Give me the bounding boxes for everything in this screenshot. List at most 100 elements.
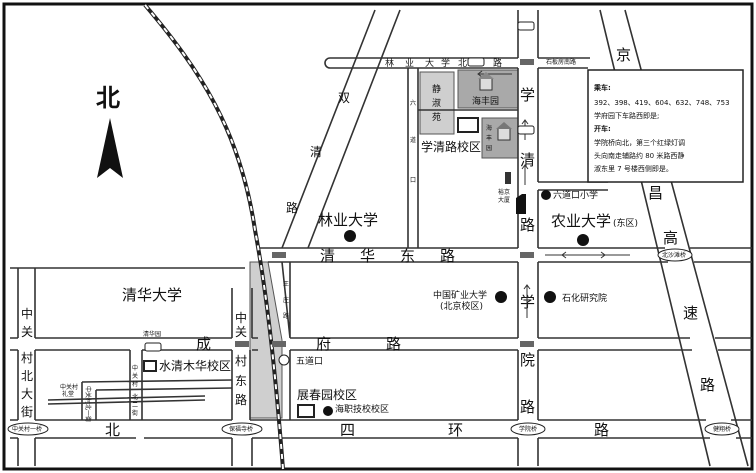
place-label: 农业大学 [551, 212, 611, 230]
road-label: 路 [286, 200, 298, 215]
bridge-label: 学院桥 [519, 425, 537, 433]
bus-stop-icon [272, 341, 286, 347]
car-directions: 淑东里 7 号楼西侧即是。 [594, 164, 673, 173]
place-label: 海职技校校区 [335, 403, 389, 415]
place-label: 苑 [432, 111, 441, 123]
bus-icons [144, 21, 535, 352]
road-label: 清 [520, 151, 535, 169]
car-title: 开车: [594, 124, 611, 133]
north-label: 北 [96, 84, 120, 112]
road-label: 华 [360, 247, 375, 265]
place-label: 六道口小学 [553, 189, 598, 201]
road-label: 双 [338, 91, 350, 105]
road-label: 清 [320, 247, 335, 265]
road-label: 府 [316, 335, 331, 353]
road-label: 路 [235, 392, 247, 407]
bus-icon [144, 342, 162, 352]
road-label: 清 [310, 145, 322, 159]
bridges: 中关村一桥 保福寺桥 学院桥 健翔桥 北沙滩桥 [7, 248, 740, 436]
bus-stop-icon [235, 341, 249, 347]
railway-icon [144, 4, 284, 470]
bridge-label: 中关村一桥 [12, 425, 42, 433]
bus-title: 乘车: [593, 83, 611, 92]
road-label: 庄 [283, 296, 289, 304]
north-arrow-icon [97, 118, 123, 178]
place-label: 海 [486, 124, 492, 132]
road-label: 昌 [648, 184, 663, 202]
road-label: 中 [235, 310, 247, 325]
place-label: 礼堂 [62, 390, 74, 398]
road-label: 道 [410, 136, 416, 144]
bridge-marker [704, 422, 740, 436]
subway-icon [516, 194, 526, 214]
road-label: 路 [440, 247, 455, 265]
road-label: 四 [340, 421, 355, 439]
place-label: 清华大学 [122, 286, 182, 304]
bus-icon [517, 125, 535, 135]
road-label: 关 [235, 325, 247, 339]
bridge-label: 北沙滩桥 [662, 251, 686, 259]
road-label: 村 [132, 380, 138, 388]
building-icon [478, 72, 494, 91]
poi-marker [544, 291, 556, 303]
place-label: 园 [486, 145, 492, 152]
road-label: 北 [21, 369, 33, 383]
place-label: 丰 [486, 134, 492, 142]
campus-label: 水清木华校区 [159, 358, 231, 373]
bridge-marker [657, 248, 693, 262]
building-icon [505, 172, 511, 184]
bus-stop-icon [272, 252, 286, 258]
road-label: 北 [105, 421, 120, 439]
road-label: 路 [520, 398, 535, 416]
car-directions: 头向南走辅路约 80 米路西静 [594, 151, 684, 160]
bus-stop-icon [520, 341, 534, 347]
bus-stop-label: 石板房南路 [546, 58, 576, 66]
directions-box: 乘车: 392、398、419、604、632、748、753 学府园下车路西即… [587, 69, 744, 183]
place-label: 裕京 [498, 188, 510, 196]
car-directions: 学院桥向北，第三个红绿灯调 [594, 138, 685, 147]
road-label: 东 [235, 374, 247, 388]
bridge-label: 保福寺桥 [229, 425, 253, 433]
road-labels: 林 业 大 学 北 路 双 清 路 六 道 口 学 清 路 清 华 东 路 成 … [21, 46, 715, 439]
place-label: 中国矿业大学 [433, 289, 487, 301]
school-icon [323, 406, 333, 416]
bridge-marker [221, 422, 263, 436]
place-label: 林业大学 [318, 211, 378, 229]
place-label: 中关村 [60, 383, 78, 391]
place-label: 海丰园 [472, 95, 499, 107]
place-label: 静 [432, 83, 441, 95]
road-label: 王 [283, 281, 289, 288]
road-label: 速 [683, 304, 698, 322]
road-label: 二 [132, 402, 138, 409]
bridge-marker [7, 422, 49, 436]
campus-logo-icon [143, 360, 157, 372]
campus-logo-icon [297, 404, 315, 418]
place-label: (北京校区) [440, 300, 483, 312]
road-label: 东 [400, 247, 415, 265]
road-label: 环 [448, 421, 463, 439]
road-label: 中 [132, 364, 138, 372]
jingshuyuan-block [419, 71, 455, 135]
bus-stop-icon [520, 59, 534, 65]
school-icon [344, 230, 356, 242]
road-network [10, 9, 752, 467]
road-label: 口 [410, 177, 416, 184]
place-label: 淑 [432, 97, 441, 109]
road-label: 路 [386, 335, 401, 353]
road-label: 学 [520, 293, 535, 311]
bridge-label: 健翔桥 [713, 425, 731, 433]
place-label: 石化研究院 [562, 292, 607, 304]
place-label: 大厦 [498, 196, 510, 204]
road-label: 村 [235, 354, 247, 368]
bus-lines: 392、398、419、604、632、748、753 [594, 99, 730, 107]
road-label: 路 [594, 421, 609, 439]
road-label: 学 [520, 86, 535, 104]
road-label: 路 [700, 376, 715, 394]
road-label: 业 [405, 58, 414, 69]
road-label: 路 [283, 312, 289, 320]
bus-stop-label: 清华园 [143, 330, 161, 338]
road-label: 大 [21, 387, 33, 401]
road-label: 林 [385, 57, 394, 69]
place-label: (东区) [613, 217, 638, 229]
